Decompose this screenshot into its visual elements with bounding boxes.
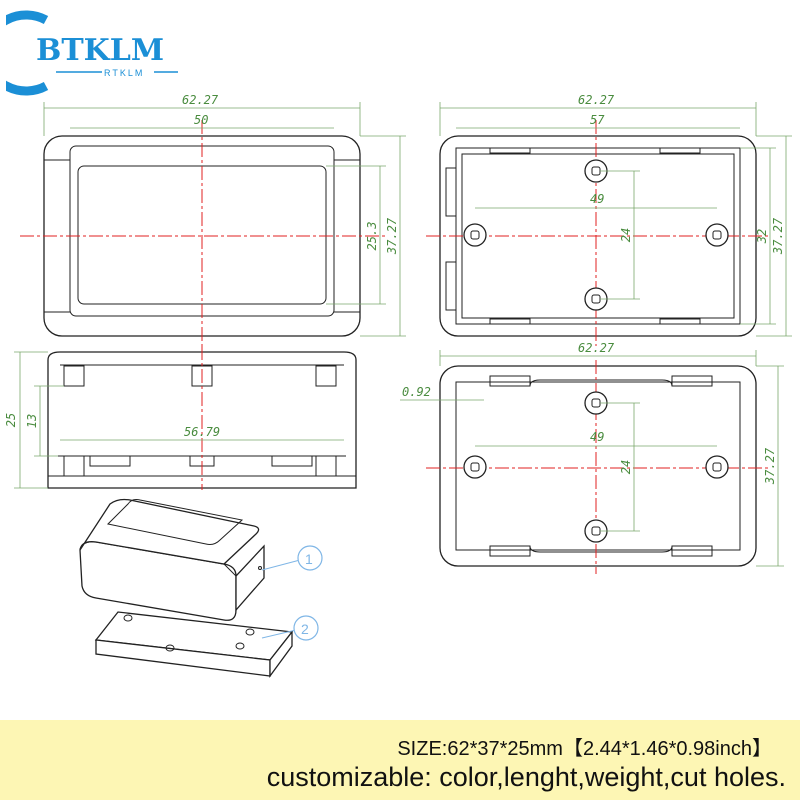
dim-side-height: 25 [4,413,18,427]
dim-top-right-hole-x: 49 [590,192,604,206]
dim-top-right-height: 37.27 [771,217,785,255]
dim-bottom-offset: 0.92 [402,385,431,399]
bottom-view: 62.27 0.92 49 24 37.27 [400,341,784,574]
dim-top-left-inner-height: 25.3 [365,222,379,251]
callout-2-label: 2 [301,621,309,637]
dim-top-left-inner-width: 50 [194,113,208,127]
callout-2-circle [293,615,319,641]
logo-sub-text: RTKLM [104,68,144,78]
logo-brand-text: BTKLM [36,33,164,68]
technical-drawing: 62.27 50 25.3 37.27 62.27 57 [4,93,792,678]
dim-side-inner-length: 56.79 [184,425,220,439]
dim-top-right-inner-height: 32 [755,229,769,244]
brand-logo: BTKLM RTKLM [6,10,178,96]
dim-top-right-inner-width: 57 [590,113,605,127]
top-view-base: 62.27 57 49 24 32 37.27 [426,93,792,346]
dim-top-right-hole-y: 24 [619,228,633,242]
callout-1-label: 1 [305,551,313,567]
dim-bottom-height: 37.27 [763,447,777,485]
dim-bottom-hole-y: 24 [619,460,633,474]
dim-top-left-height: 37.27 [385,217,399,255]
dim-bottom-hole-x: 49 [590,430,604,444]
footer-banner: SIZE:62*37*25mm【2.44*1.46*0.98inch】 cust… [0,720,800,800]
side-view: 25 13 56.79 [4,346,357,490]
logo-swoosh [6,10,49,96]
size-spec-text: SIZE:62*37*25mm【2.44*1.46*0.98inch】 [397,738,772,760]
isometric-view: 1 2 [79,498,323,678]
callout-1-circle [297,545,323,571]
dim-top-right-width: 62.27 [578,93,615,107]
dim-top-left-width: 62.27 [182,93,219,107]
dim-bottom-width: 62.27 [578,341,615,355]
dim-side-wall-height: 13 [25,414,39,428]
top-view-cover: 62.27 50 25.3 37.27 [20,93,406,346]
customization-text: customizable: color,lenght,weight,cut ho… [266,762,786,792]
